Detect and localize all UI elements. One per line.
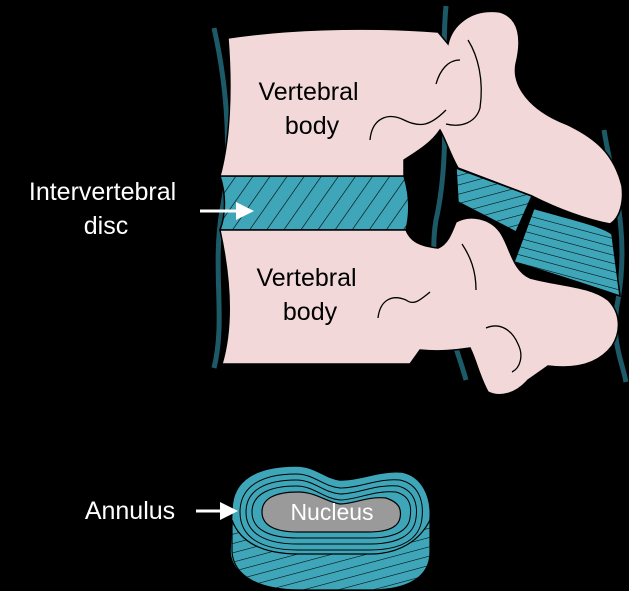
intervertebral-disc-label: Intervertebral disc bbox=[29, 178, 183, 240]
nucleus-label: Nucleus bbox=[290, 499, 373, 525]
disc-cross-section bbox=[230, 466, 430, 590]
intervertebral-disc bbox=[220, 176, 409, 230]
annulus-label: Annulus bbox=[85, 497, 175, 525]
